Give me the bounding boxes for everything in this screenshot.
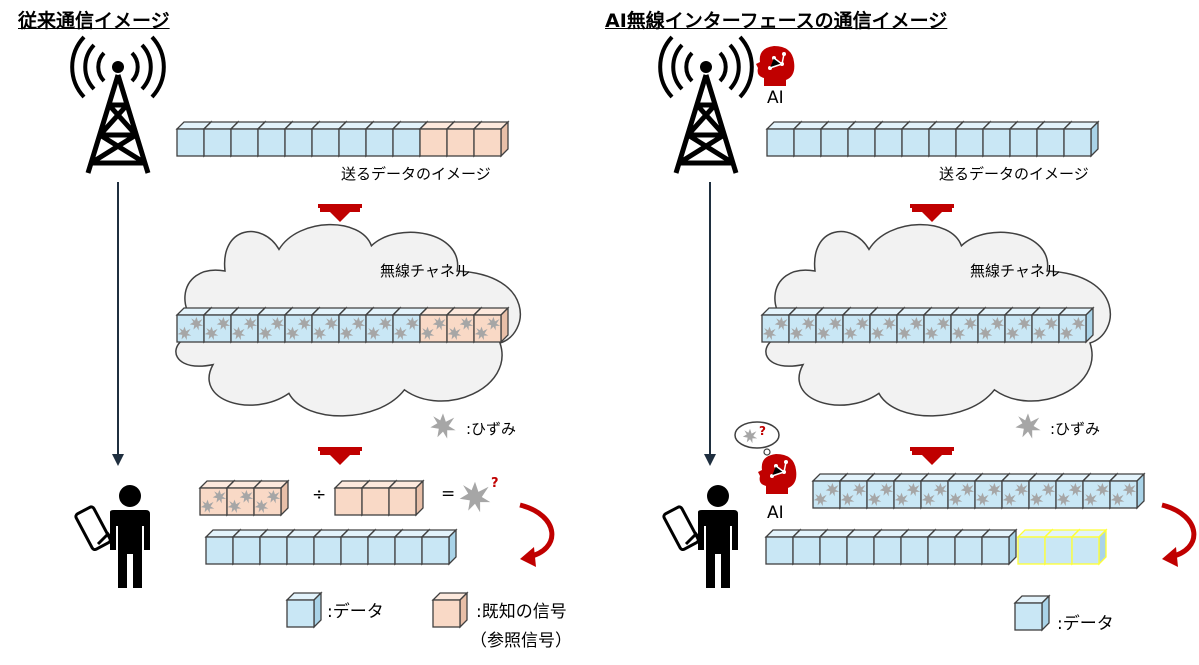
left-person-icon — [110, 485, 150, 588]
left-legend-known-sub: （参照信号） — [470, 631, 572, 651]
right-received-row-cell — [1108, 472, 1146, 510]
right-down-arrow-2 — [910, 447, 954, 465]
left-divide-symbol: ÷ — [312, 485, 327, 505]
left-channel-label: 無線チャネル — [380, 262, 470, 280]
left-output-row-cell — [420, 528, 458, 566]
right-down-arrow-1 — [910, 204, 954, 222]
right-legend-distortion-icon — [1015, 413, 1041, 439]
right-thought-bubble-dot — [763, 448, 771, 456]
left-channel-row — [175, 306, 510, 344]
right-curved-arrow-icon-head — [1162, 547, 1178, 567]
right-distortion-legend: :ひずみ — [1050, 420, 1101, 438]
right-received-row — [811, 472, 1146, 510]
right-channel-row-cell — [1057, 306, 1095, 344]
right-rx-ai-head-icon — [757, 453, 798, 495]
right-tower-icon — [660, 37, 752, 173]
left-send-data-row-cell — [337, 120, 375, 158]
right-send-data-row — [765, 120, 1100, 158]
right-legend-data-cell — [1013, 594, 1051, 632]
left-channel-row-cell — [283, 306, 321, 344]
left-question-mark: ? — [491, 476, 499, 491]
right-channel-label: 無線チャネル — [970, 262, 1060, 280]
left-curved-arrow-icon — [519, 502, 555, 560]
left-smartphone-icon — [73, 504, 116, 553]
right-title: AI無線インターフェースの通信イメージ — [605, 10, 948, 32]
right-thought-bubble-icon — [734, 421, 780, 449]
left-equals-symbol: = — [441, 484, 456, 504]
left-down-arrow-1 — [318, 204, 362, 222]
left-send-data-row-cell — [472, 120, 510, 158]
left-legend-data-cell — [285, 591, 323, 629]
right-curved-arrow-icon — [1161, 502, 1197, 560]
left-tower-icon — [72, 37, 164, 173]
left-legend-data: :データ — [327, 602, 384, 622]
left-received-known-row — [198, 479, 290, 517]
right-vertical-arrow-head — [704, 454, 716, 466]
right-send-label: 送るデータのイメージ — [939, 165, 1089, 183]
left-reference-row-cell — [387, 479, 425, 517]
right-send-data-row-cell — [1062, 120, 1100, 158]
right-question-mark: ? — [759, 424, 766, 438]
left-output-row — [204, 528, 458, 566]
left-result-distortion-icon — [459, 481, 491, 513]
right-recovered-row-cell — [1070, 528, 1108, 566]
left-legend-distortion-icon — [430, 413, 456, 439]
left-distortion-legend: :ひずみ — [466, 420, 517, 438]
right-tx-ai-head-icon — [755, 45, 796, 87]
right-legend-data: :データ — [1057, 614, 1114, 634]
right-channel-row-cell — [895, 306, 933, 344]
left-down-arrow-2 — [318, 447, 362, 465]
right-output-row-cell — [980, 528, 1018, 566]
left-title: 従来通信イメージ — [18, 10, 170, 32]
right-ai-label-rx: AI — [767, 503, 784, 523]
right-ai-label-tx: AI — [767, 88, 784, 108]
left-send-label: 送るデータのイメージ — [341, 165, 491, 183]
left-received-known-row-cell — [252, 479, 290, 517]
right-channel-row — [760, 306, 1095, 344]
left-legend-known: :既知の信号 — [476, 602, 567, 622]
right-person-icon — [698, 485, 738, 588]
left-send-data-row-cell — [391, 120, 429, 158]
left-send-data-row — [175, 120, 510, 158]
left-curved-arrow-icon-head — [520, 547, 536, 567]
right-output-row — [764, 528, 1018, 566]
left-output-row-cell — [258, 528, 296, 566]
left-reference-row — [333, 479, 425, 517]
right-recovered-row — [1016, 528, 1108, 566]
right-smartphone-icon — [661, 504, 704, 553]
left-send-data-row-cell — [175, 120, 213, 158]
left-vertical-arrow-head — [112, 454, 124, 466]
left-channel-row-cell — [472, 306, 510, 344]
left-legend-known-cell — [431, 591, 469, 629]
